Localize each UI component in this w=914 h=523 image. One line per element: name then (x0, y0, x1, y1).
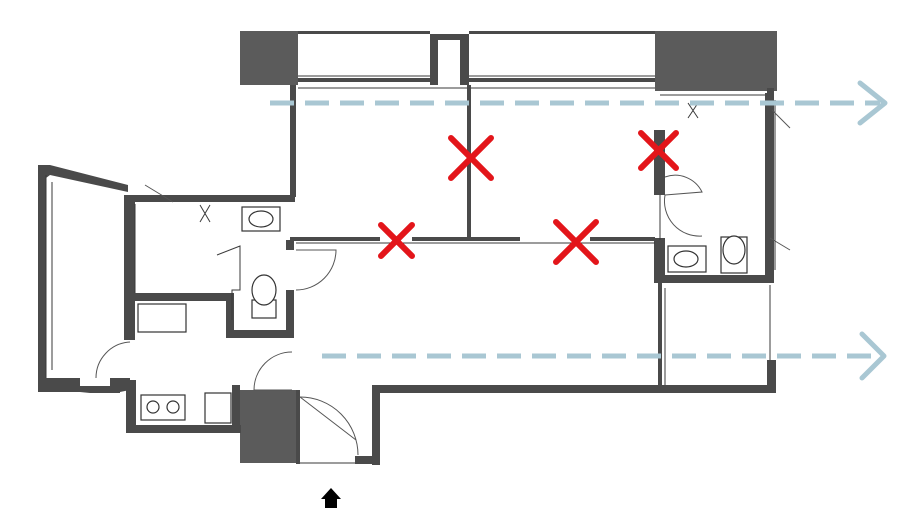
pillar-entry (240, 390, 297, 463)
x-bedroom-partition-right (638, 130, 679, 171)
airflow-arrow-upper (270, 80, 888, 126)
structural-walls (38, 31, 777, 465)
pillar-top-left (240, 31, 298, 85)
door-swings (95, 109, 791, 456)
airflow-arrows (270, 80, 888, 381)
triangle-up-icon (321, 488, 341, 508)
counter-icon (137, 303, 187, 333)
fixtures (137, 102, 748, 424)
pillar-top-right (655, 31, 777, 91)
windows-and-outlines (45, 75, 776, 464)
x-bedroom-partition-top (448, 135, 494, 181)
x-living-partition-right (553, 219, 599, 265)
demolish-marks (378, 130, 679, 265)
airflow-arrow-lower (322, 331, 887, 381)
x-living-partition-left (378, 222, 415, 259)
kitchen-sink-icon (204, 392, 232, 424)
